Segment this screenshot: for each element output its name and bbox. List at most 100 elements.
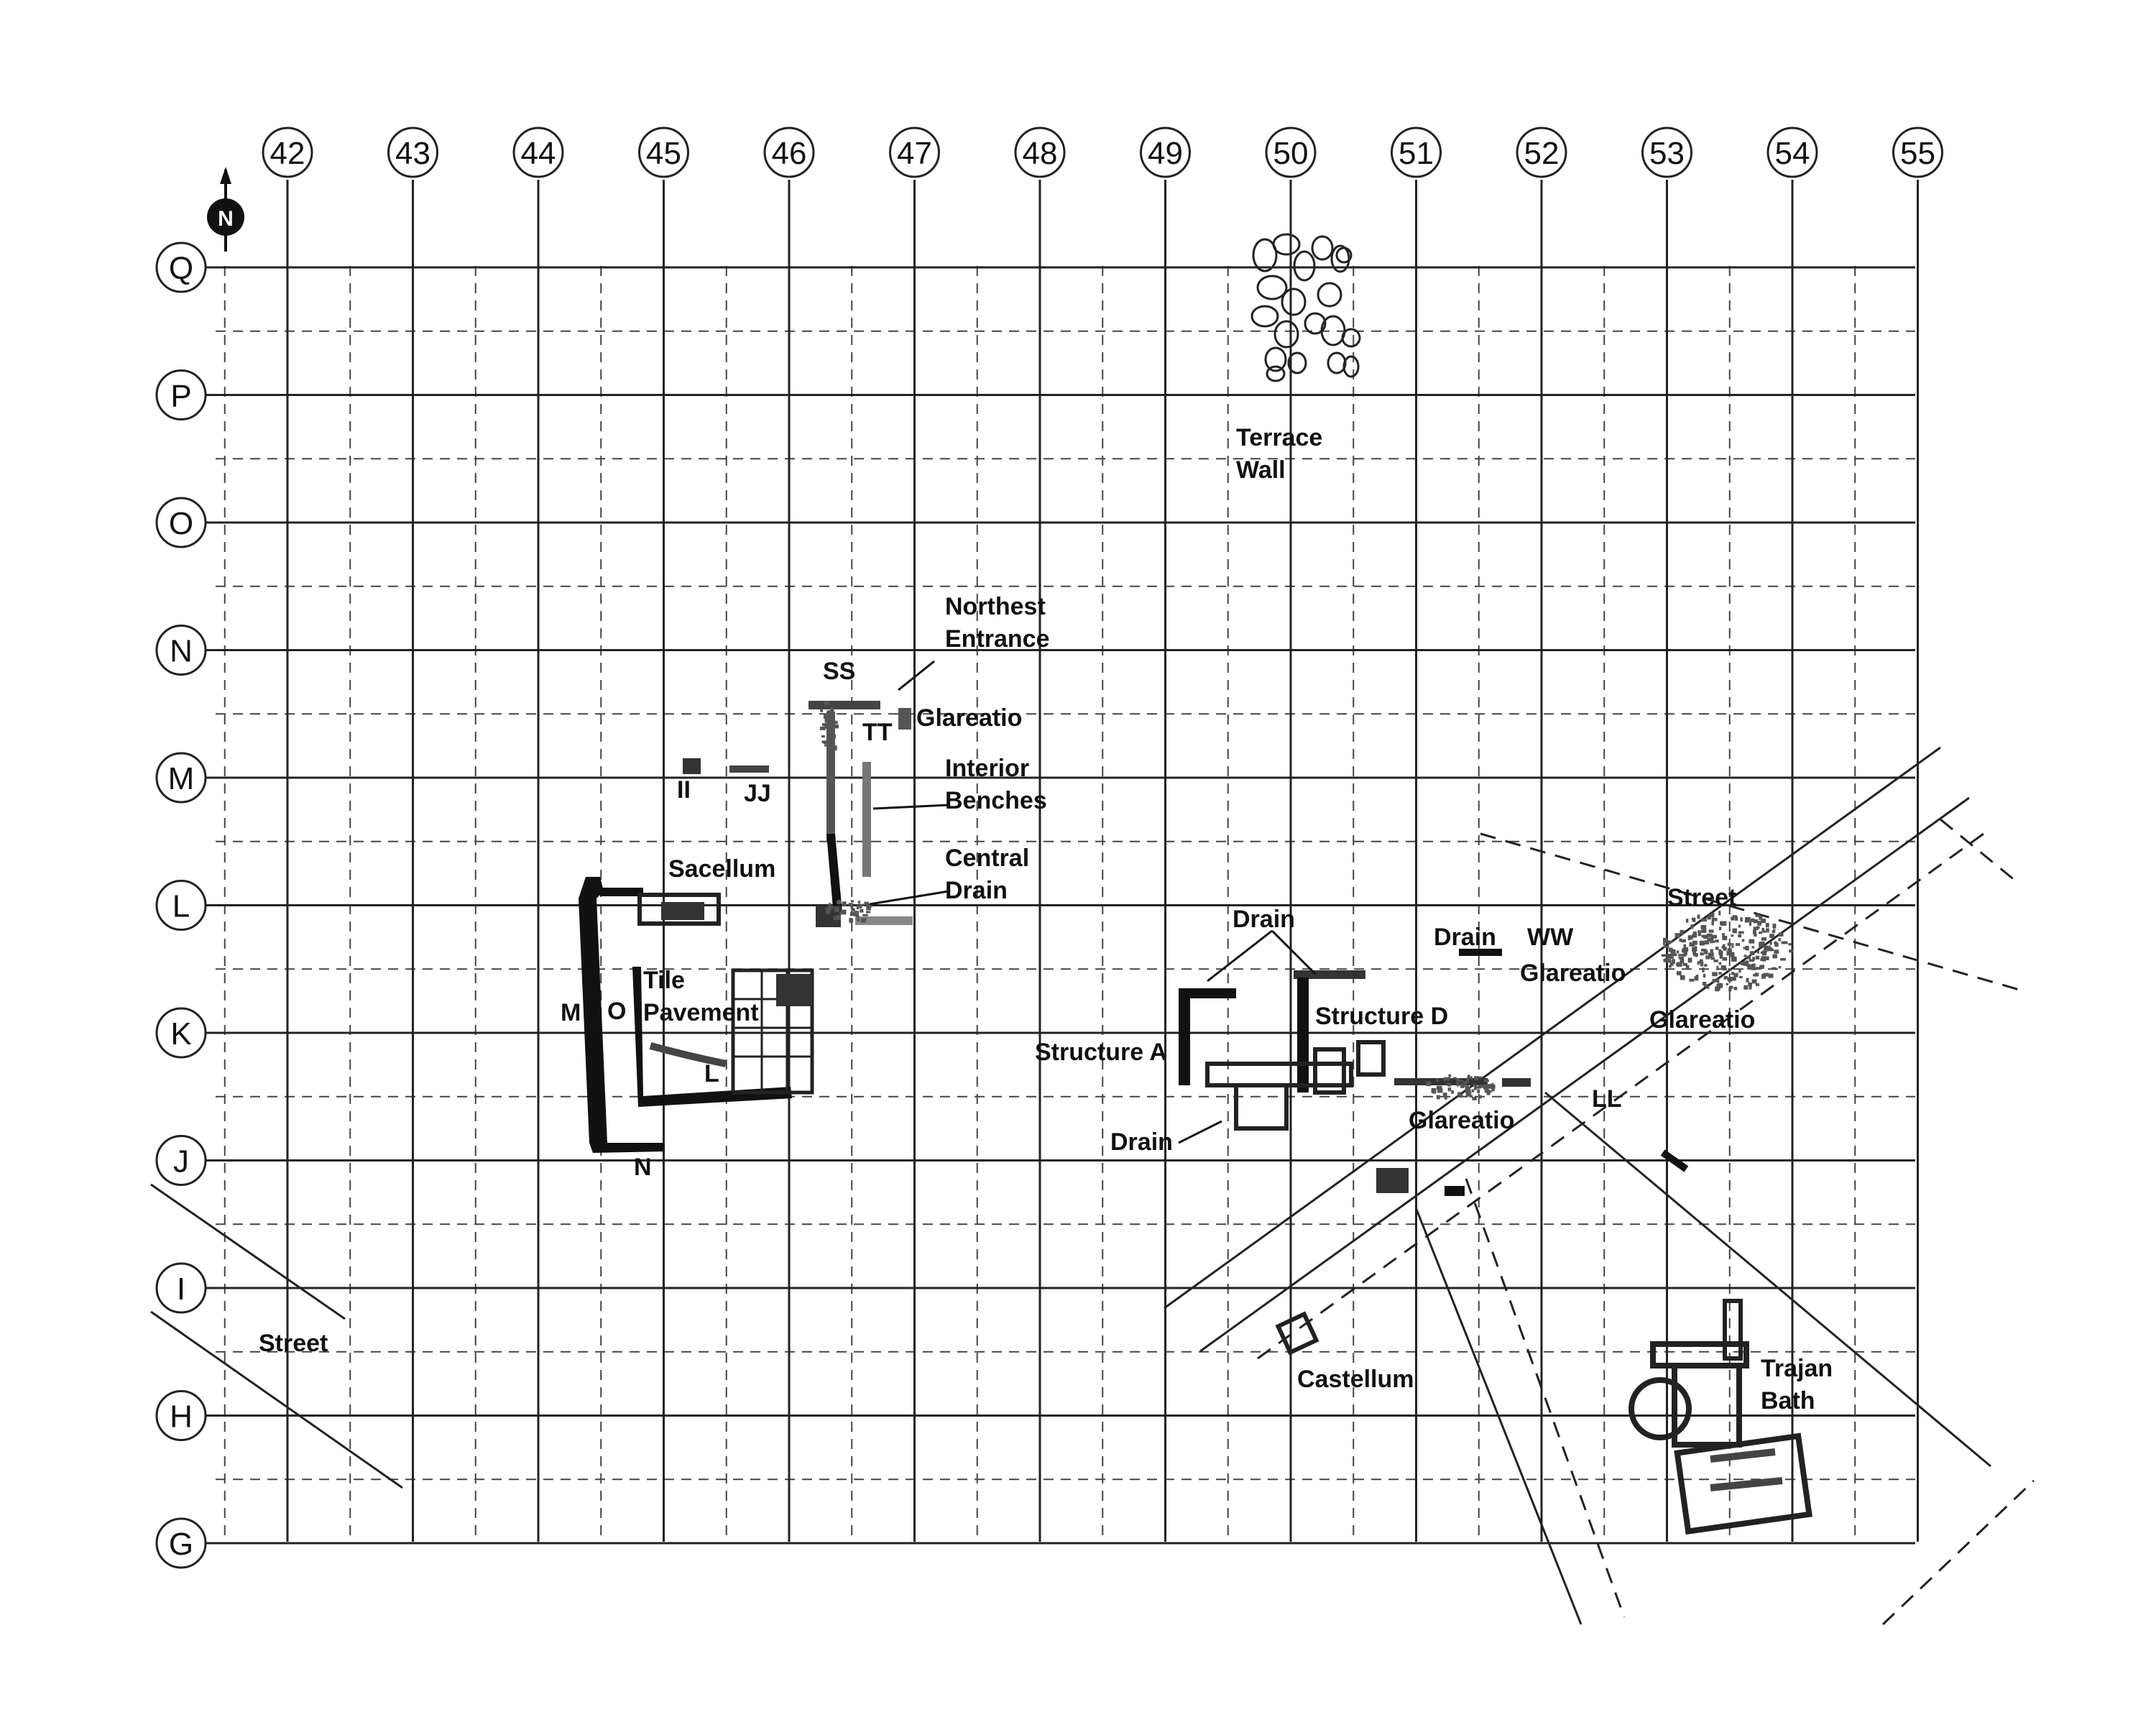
column-label: 52 <box>1524 136 1560 171</box>
row-marker <box>155 1262 207 1314</box>
row-label: G <box>169 1527 193 1562</box>
paving-speck <box>1479 1085 1485 1088</box>
paving-speck <box>853 913 859 916</box>
row-marker <box>155 369 207 420</box>
paving-speck <box>1712 972 1718 977</box>
paving-speck <box>1774 942 1779 947</box>
paving-speck <box>1676 971 1682 975</box>
paving-speck <box>1473 1087 1477 1090</box>
paving-speck <box>1749 951 1755 956</box>
paving-speck <box>824 715 829 719</box>
label-glareatio-mid: Glareatio <box>1409 1107 1514 1134</box>
paving-speck <box>1746 964 1751 967</box>
paving-speck <box>1695 953 1698 957</box>
row-marker <box>155 497 207 548</box>
paving-speck <box>1750 918 1755 923</box>
label-glareatio-north: Glareatio <box>916 704 1022 732</box>
row-label: Q <box>169 251 193 286</box>
paving-speck <box>1680 932 1684 935</box>
paving-speck <box>1772 954 1777 959</box>
row-label: I <box>177 1271 185 1307</box>
paving-speck <box>826 908 829 912</box>
paving-speck <box>1694 976 1699 981</box>
paving-speck <box>1460 1085 1465 1088</box>
label-l: L <box>704 1060 719 1087</box>
column-marker <box>1766 126 1818 178</box>
paving-speck <box>1683 947 1689 952</box>
row-label: K <box>170 1016 191 1052</box>
paving-speck <box>1701 928 1707 934</box>
paving-speck <box>1691 944 1695 947</box>
paving-speck <box>1667 953 1672 959</box>
paving-speck <box>1731 934 1734 937</box>
label-wall: Wall <box>1236 456 1286 484</box>
paving-speck <box>1739 976 1743 979</box>
row-label: M <box>168 761 195 796</box>
paving-speck <box>1753 919 1759 924</box>
label-drain-ww: Drain <box>1434 924 1496 951</box>
paving-speck <box>1703 934 1708 939</box>
sacellum-building-walls <box>579 877 814 1153</box>
paving-speck <box>1680 959 1682 964</box>
paving-speck <box>1708 914 1715 917</box>
paving-speck <box>1690 935 1693 940</box>
paving-speck <box>1759 932 1763 934</box>
paving-speck <box>1746 978 1749 983</box>
paving-speck <box>830 707 834 712</box>
paving-speck <box>828 903 831 908</box>
paving-speck <box>1448 1074 1452 1077</box>
paving-speck <box>1743 954 1747 957</box>
column-marker <box>1641 126 1692 178</box>
label-drain-top: Drain <box>1233 906 1295 933</box>
paving-speck <box>1727 942 1731 946</box>
label-tile: Tile <box>643 967 685 994</box>
paving-speck <box>1751 979 1757 984</box>
paving-speck <box>1753 926 1759 931</box>
paving-speck <box>1748 982 1752 986</box>
paving-speck <box>1761 927 1765 932</box>
paving-speck <box>1491 1087 1495 1092</box>
column-marker <box>262 126 313 178</box>
paving-speck <box>1681 958 1685 964</box>
paving-speck <box>1468 1075 1470 1079</box>
paving-speck <box>1453 1077 1457 1080</box>
paving-speck <box>828 715 834 721</box>
paving-speck <box>1759 941 1765 946</box>
paving-speck <box>1431 1087 1437 1093</box>
row-label: J <box>173 1144 189 1179</box>
paving-speck <box>1707 916 1711 920</box>
paving-speck <box>821 740 826 744</box>
paving-speck <box>1716 978 1720 983</box>
paving-speck <box>1679 938 1682 942</box>
paving-speck <box>1668 965 1672 968</box>
structure-a-d-walls <box>1179 949 1689 1196</box>
label-ss: SS <box>823 658 855 685</box>
paving-speck <box>1704 964 1708 967</box>
label-tt: TT <box>862 719 893 746</box>
north-arrow-icon: N <box>207 167 244 252</box>
paving-speck <box>1667 940 1670 944</box>
paving-speck <box>1447 1082 1452 1086</box>
label-drain-central: Drain <box>945 877 1008 904</box>
paving-speck <box>1726 983 1729 985</box>
paving-speck <box>1731 916 1735 921</box>
paving-speck <box>1719 953 1723 958</box>
paving-speck <box>833 734 837 739</box>
paving-speck <box>1743 985 1749 990</box>
paving-speck <box>1445 1077 1450 1081</box>
paving-speck <box>1746 956 1749 960</box>
paving-speck <box>1708 929 1714 933</box>
label-interior: Interior <box>945 755 1029 782</box>
label-ii: II <box>677 776 691 804</box>
paving-speck <box>1741 939 1745 942</box>
paving-speck <box>1701 918 1707 922</box>
paving-speck <box>1459 1093 1463 1098</box>
paving-speck <box>1755 914 1761 917</box>
paving-speck <box>1487 1084 1492 1087</box>
paving-speck <box>1762 950 1767 953</box>
street-lines <box>150 746 2035 1626</box>
paving-speck <box>1484 1084 1488 1087</box>
paving-speck <box>1781 941 1787 944</box>
paving-speck <box>1487 1090 1492 1093</box>
